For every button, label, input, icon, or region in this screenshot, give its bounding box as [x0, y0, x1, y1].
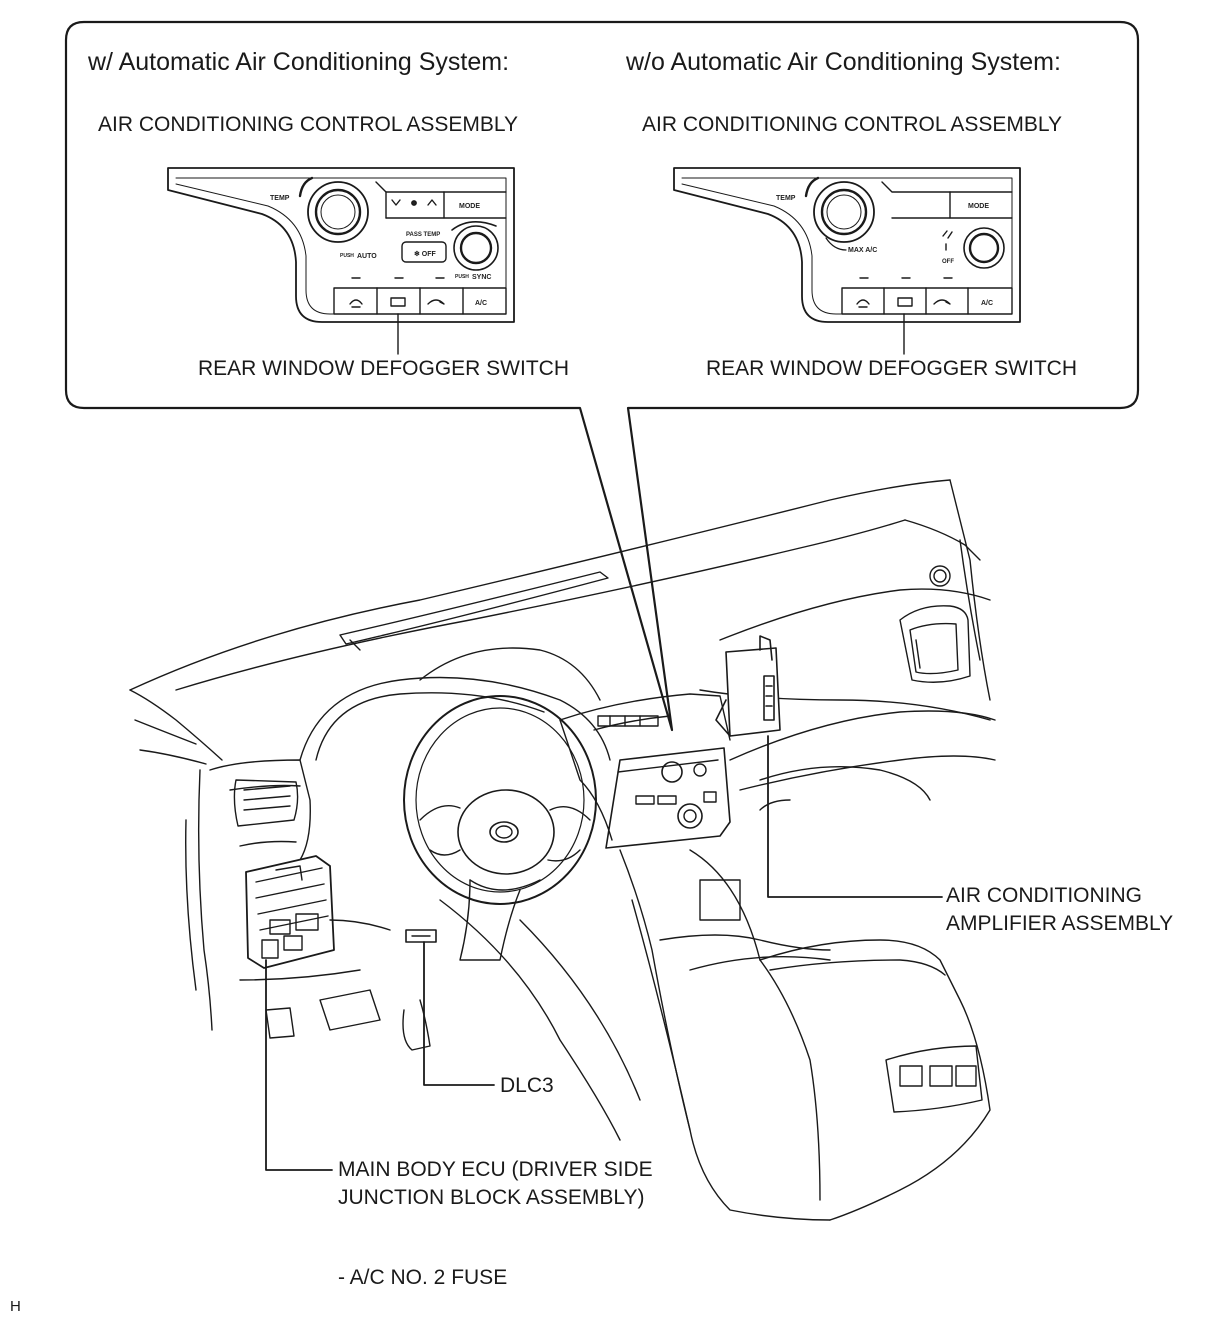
ecu-label-line2: JUNCTION BLOCK ASSEMBLY): [338, 1186, 645, 1209]
amplifier-label-line1: AIR CONDITIONING: [946, 884, 1143, 907]
svg-text:PUSH: PUSH: [455, 274, 469, 280]
svg-text:MODE: MODE: [968, 203, 989, 210]
left-control-panel: TEMP MODE PUSH AUTO PASS TEMP ❄ OFF PUSH…: [167, 167, 515, 355]
ecu-label-line1: MAIN BODY ECU (DRIVER SIDE: [338, 1158, 653, 1181]
svg-text:MAX A/C: MAX A/C: [848, 247, 877, 254]
svg-text:A/C: A/C: [981, 300, 993, 307]
right-assembly-label: AIR CONDITIONING CONTROL ASSEMBLY: [642, 113, 1063, 136]
left-defogger-switch-label: REAR WINDOW DEFOGGER SWITCH: [198, 357, 569, 380]
svg-text:PUSH: PUSH: [340, 253, 354, 259]
right-control-panel: TEMP MODE MAX A/C OFF A/C: [673, 167, 1021, 355]
svg-text:❄ OFF: ❄ OFF: [414, 250, 437, 258]
left-assembly-label: AIR CONDITIONING CONTROL ASSEMBLY: [98, 113, 519, 136]
dashboard-illustration: [129, 479, 996, 1221]
svg-text:AUTO: AUTO: [357, 253, 377, 260]
left-system-heading: w/ Automatic Air Conditioning System:: [88, 48, 510, 76]
right-system-heading: w/o Automatic Air Conditioning System:: [626, 48, 1061, 76]
dlc3-label: DLC3: [500, 1074, 554, 1097]
corner-mark: H: [10, 1298, 21, 1315]
svg-text:PASS TEMP: PASS TEMP: [406, 232, 440, 238]
amplifier-label-line2: AMPLIFIER ASSEMBLY: [946, 912, 1174, 935]
fuse-label: - A/C NO. 2 FUSE: [338, 1266, 508, 1289]
svg-text:A/C: A/C: [475, 300, 487, 307]
svg-text:TEMP: TEMP: [270, 195, 290, 202]
right-defogger-switch-label: REAR WINDOW DEFOGGER SWITCH: [706, 357, 1077, 380]
svg-text:MODE: MODE: [459, 203, 480, 210]
svg-text:SYNC: SYNC: [472, 274, 491, 281]
svg-text:OFF: OFF: [942, 259, 954, 265]
leader-lines: [265, 735, 943, 1171]
svg-text:TEMP: TEMP: [776, 195, 796, 202]
